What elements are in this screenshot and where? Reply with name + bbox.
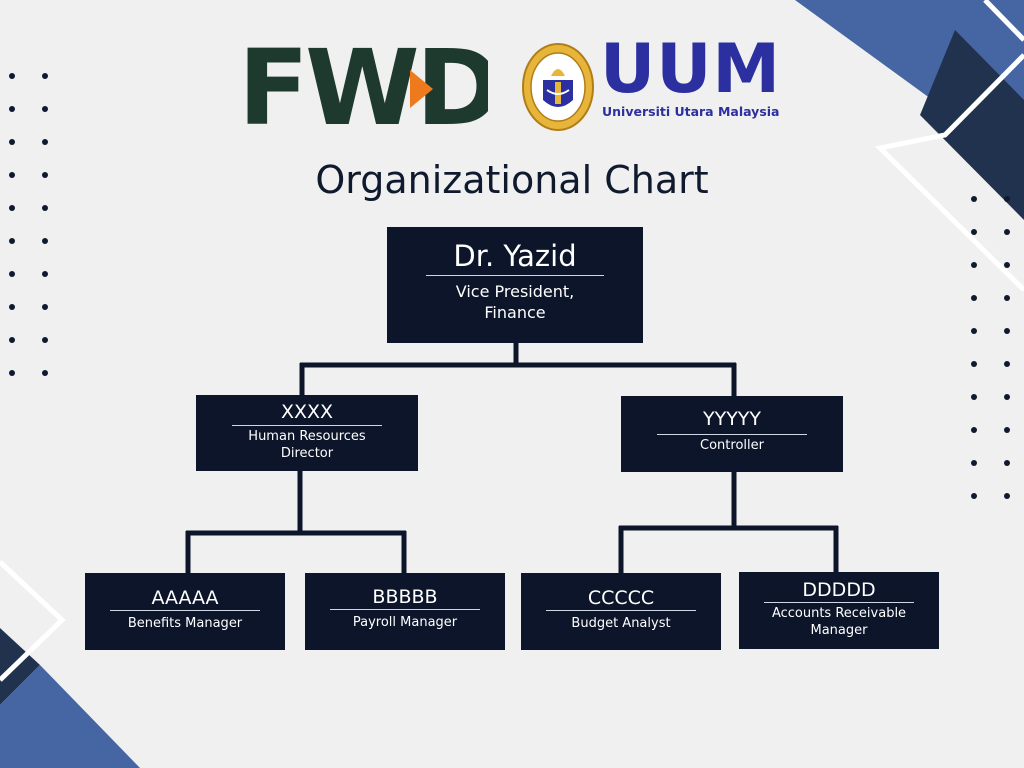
org-node-vice-president: Dr. Yazid Vice President, Finance (387, 227, 643, 343)
decorative-dot (971, 196, 977, 202)
decorative-dot (9, 271, 15, 277)
node-name: Dr. Yazid (453, 239, 577, 273)
org-node-controller: YYYYY Controller (621, 396, 843, 472)
node-role: Vice President, Finance (455, 282, 575, 322)
decorative-dot (971, 361, 977, 367)
node-role: Human Resources Director (248, 429, 366, 461)
decorative-dot (971, 493, 977, 499)
decorative-dot (42, 106, 48, 112)
node-name: BBBBB (372, 586, 438, 608)
decorative-dot (42, 172, 48, 178)
deco-outline-white-top (874, 53, 1024, 292)
node-divider (232, 425, 382, 426)
decorative-dot (9, 238, 15, 244)
node-role: Accounts Receivable Manager (771, 606, 907, 638)
decorative-dot (971, 295, 977, 301)
fwd-logo-graphic: FWD (238, 27, 502, 149)
decorative-dot (1004, 262, 1010, 268)
org-node-payroll-manager: BBBBB Payroll Manager (305, 573, 505, 650)
decorative-dot (9, 139, 15, 145)
decorative-dot (42, 271, 48, 277)
page-title: Organizational Chart (315, 158, 709, 202)
decorative-dot (971, 427, 977, 433)
fwd-orange-arrow-icon (410, 70, 433, 108)
node-role: Controller (700, 438, 764, 453)
deco-triangle-navy-bottom (0, 628, 40, 705)
fwd-logo: FWD (238, 27, 502, 149)
node-role: Benefits Manager (127, 616, 243, 631)
decorative-dot (42, 205, 48, 211)
uum-seal (521, 42, 595, 132)
decorative-dot (9, 172, 15, 178)
decorative-dot (42, 337, 48, 343)
deco-outline-white-bottom (0, 560, 66, 682)
decorative-dot (1004, 493, 1010, 499)
decorative-dot (971, 394, 977, 400)
decorative-dot (42, 73, 48, 79)
decorative-dot (1004, 361, 1010, 367)
node-divider (110, 610, 260, 611)
decorative-dot (971, 262, 977, 268)
fwd-wordmark: FWD (238, 40, 488, 130)
node-name: YYYYY (702, 408, 762, 430)
node-name: CCCCC (587, 587, 655, 609)
decorative-dot (1004, 229, 1010, 235)
node-name: DDDDD (802, 579, 876, 601)
decorative-dot (9, 106, 15, 112)
decorative-dot (971, 328, 977, 334)
org-node-benefits-manager: AAAAA Benefits Manager (85, 573, 285, 650)
decorative-dot (42, 238, 48, 244)
uum-wordmark: UUM (600, 30, 782, 109)
node-divider (426, 275, 604, 276)
node-divider (546, 610, 696, 611)
org-node-budget-analyst: CCCCC Budget Analyst (521, 573, 721, 650)
node-divider (330, 609, 480, 610)
node-role: Budget Analyst (571, 616, 671, 631)
decorative-dot (42, 304, 48, 310)
uum-seal-icon (522, 43, 594, 131)
decorative-dot (9, 370, 15, 376)
node-name: XXXX (280, 401, 334, 423)
decorative-dot (9, 337, 15, 343)
uum-logo: UUM Universiti Utara Malaysia (600, 30, 782, 120)
decorative-dot (1004, 196, 1010, 202)
node-divider (657, 434, 807, 435)
deco-band-navy-top (920, 30, 1024, 220)
uum-subtitle: Universiti Utara Malaysia (602, 104, 780, 119)
decorative-dot (1004, 460, 1010, 466)
decorative-dot (1004, 394, 1010, 400)
node-role: Payroll Manager (352, 615, 458, 630)
node-divider (764, 602, 914, 603)
decorative-dot (1004, 427, 1010, 433)
decorative-dot (971, 229, 977, 235)
org-node-accounts-receivable-manager: DDDDD Accounts Receivable Manager (739, 572, 939, 649)
deco-line-white-top (983, 0, 1024, 42)
decorative-dot (42, 370, 48, 376)
node-name: AAAAA (151, 587, 219, 609)
decorative-dot (1004, 295, 1010, 301)
decorative-dot (9, 304, 15, 310)
decorative-dot (1004, 328, 1010, 334)
deco-triangle-blue-bottom (0, 665, 140, 768)
decorative-dot (971, 460, 977, 466)
decorative-dot (42, 139, 48, 145)
decorative-dot (9, 205, 15, 211)
decorative-dot (9, 73, 15, 79)
org-node-hr-director: XXXX Human Resources Director (196, 395, 418, 471)
